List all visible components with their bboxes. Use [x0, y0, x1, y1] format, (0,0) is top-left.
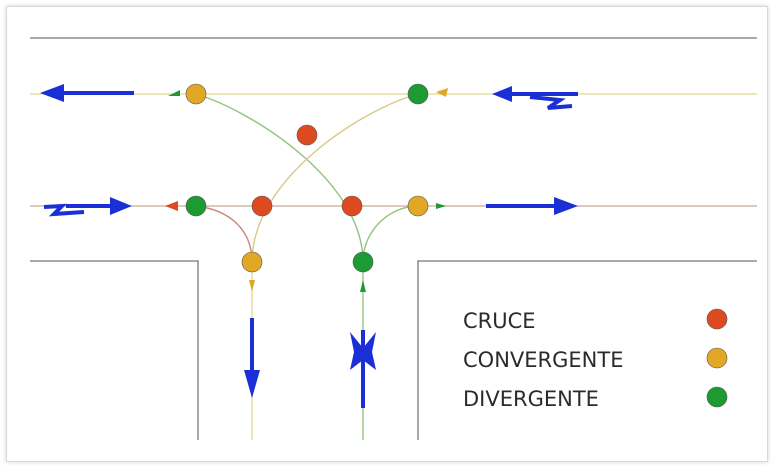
- marker-green-lower-right: [436, 203, 446, 209]
- marker-yellow-upper-right: [436, 88, 448, 97]
- arrow-southbound-left-stem: [244, 318, 260, 398]
- legend: CRUCE CONVERGENTE DIVERGENTE: [463, 308, 728, 411]
- legend-swatch-cruce: [706, 308, 728, 330]
- path-stem-to-right: [362, 205, 419, 263]
- arrow-bidirectional-right-stem: [350, 330, 376, 408]
- marker-green-upper-left: [168, 90, 180, 96]
- lane-lines: [30, 93, 757, 440]
- arrow-westbound-upper-left: [40, 84, 134, 102]
- turning-paths: [195, 93, 419, 263]
- divergente-point: [407, 83, 429, 105]
- divergente-point: [185, 195, 207, 217]
- bottom-left-road-edge: [30, 260, 199, 440]
- path-right-turn-into-stem: [251, 93, 419, 263]
- path-diverge-to-stem: [195, 205, 253, 263]
- traffic-arrows: [40, 84, 578, 408]
- direction-markers: [165, 88, 448, 292]
- cruce-point: [296, 124, 318, 146]
- convergente-point: [185, 83, 207, 105]
- arrow-eastbound-lower-left-uturn: [43, 197, 132, 217]
- road-edges: [30, 37, 757, 440]
- marker-yellow-left-stem: [249, 280, 255, 292]
- marker-green-right-stem: [360, 280, 366, 292]
- arrow-westbound-upper-right-uturn: [492, 86, 578, 110]
- convergente-point: [241, 251, 263, 273]
- legend-swatch-convergente: [706, 347, 728, 369]
- legend-label-cruce: CRUCE: [463, 309, 536, 333]
- cruce-point: [341, 195, 363, 217]
- legend-swatch-divergente: [706, 386, 728, 408]
- divergente-point: [352, 251, 374, 273]
- bottom-right-road-edge: [417, 260, 757, 440]
- conflict-points: [185, 83, 429, 273]
- marker-red-lower-left: [165, 201, 178, 211]
- convergente-point: [407, 195, 429, 217]
- cruce-point: [251, 195, 273, 217]
- path-left-turn-from-stem: [195, 93, 364, 263]
- arrow-eastbound-lower-right: [486, 197, 578, 215]
- legend-label-divergente: DIVERGENTE: [463, 387, 599, 411]
- legend-label-convergente: CONVERGENTE: [463, 348, 623, 372]
- diagram-frame: [6, 6, 768, 462]
